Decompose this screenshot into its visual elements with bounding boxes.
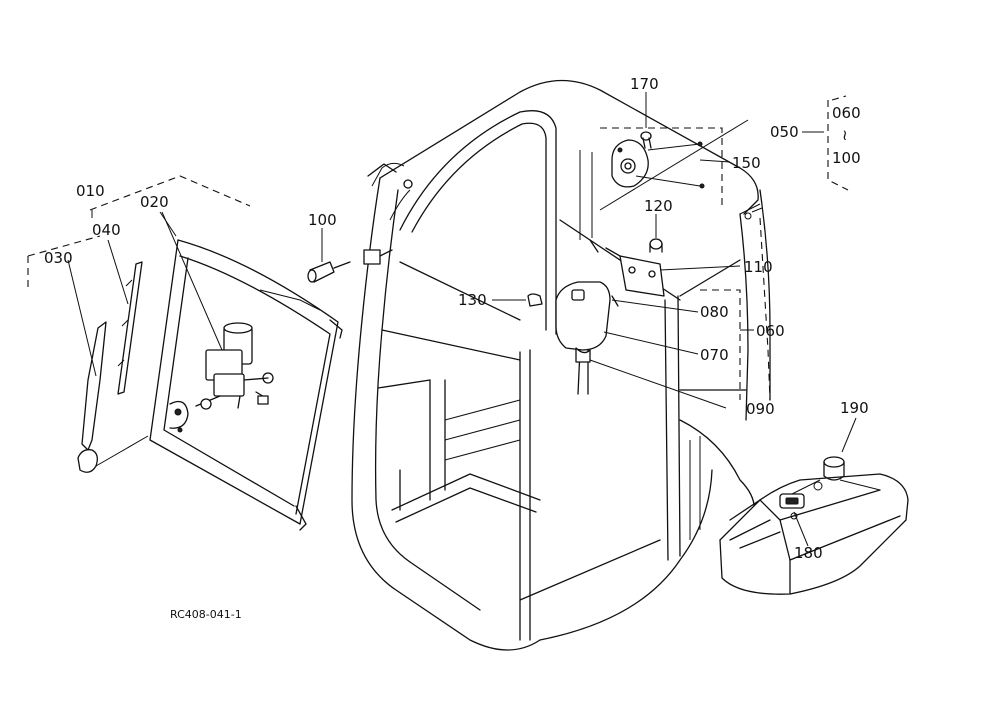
drawing-reference: RC408-041-1 <box>170 608 242 621</box>
label-190: 190 <box>840 399 869 417</box>
wiper-motor <box>169 322 274 433</box>
label-010: 010 <box>76 182 105 200</box>
label-040: 040 <box>92 221 121 239</box>
assembly-brackets <box>27 95 849 401</box>
bolt-120 <box>649 238 663 253</box>
washer-nozzle <box>307 249 393 283</box>
plate-150 <box>600 127 723 206</box>
screw-170 <box>640 131 652 149</box>
console <box>719 456 909 595</box>
label-180: 180 <box>794 544 823 562</box>
cab-frame <box>351 79 771 651</box>
range-separator: ≀ <box>842 126 848 144</box>
part-labels: 010 020 040 030 100 170 150 120 110 130 … <box>44 75 869 621</box>
label-150: 150 <box>732 154 761 172</box>
label-100-nozzle: 100 <box>308 211 337 229</box>
label-020: 020 <box>140 193 169 211</box>
label-170: 170 <box>630 75 659 93</box>
label-130: 130 <box>458 291 487 309</box>
label-110: 110 <box>744 258 773 276</box>
washer-tank <box>555 281 611 395</box>
label-030: 030 <box>44 249 73 267</box>
label-090: 090 <box>746 400 775 418</box>
label-070: 070 <box>700 346 729 364</box>
label-060-range: 060 <box>832 104 861 122</box>
clamp-130 <box>527 293 543 307</box>
tank-bracket <box>589 239 665 307</box>
wiper-blade <box>117 261 143 395</box>
front-window-frame <box>149 239 343 531</box>
label-100-range: 100 <box>832 149 861 167</box>
leader-lines <box>67 92 857 547</box>
label-120: 120 <box>644 197 673 215</box>
wiper-arm <box>77 321 149 473</box>
label-050: 050 <box>770 123 799 141</box>
label-080: 080 <box>700 303 729 321</box>
label-060-side: 060 <box>756 322 785 340</box>
